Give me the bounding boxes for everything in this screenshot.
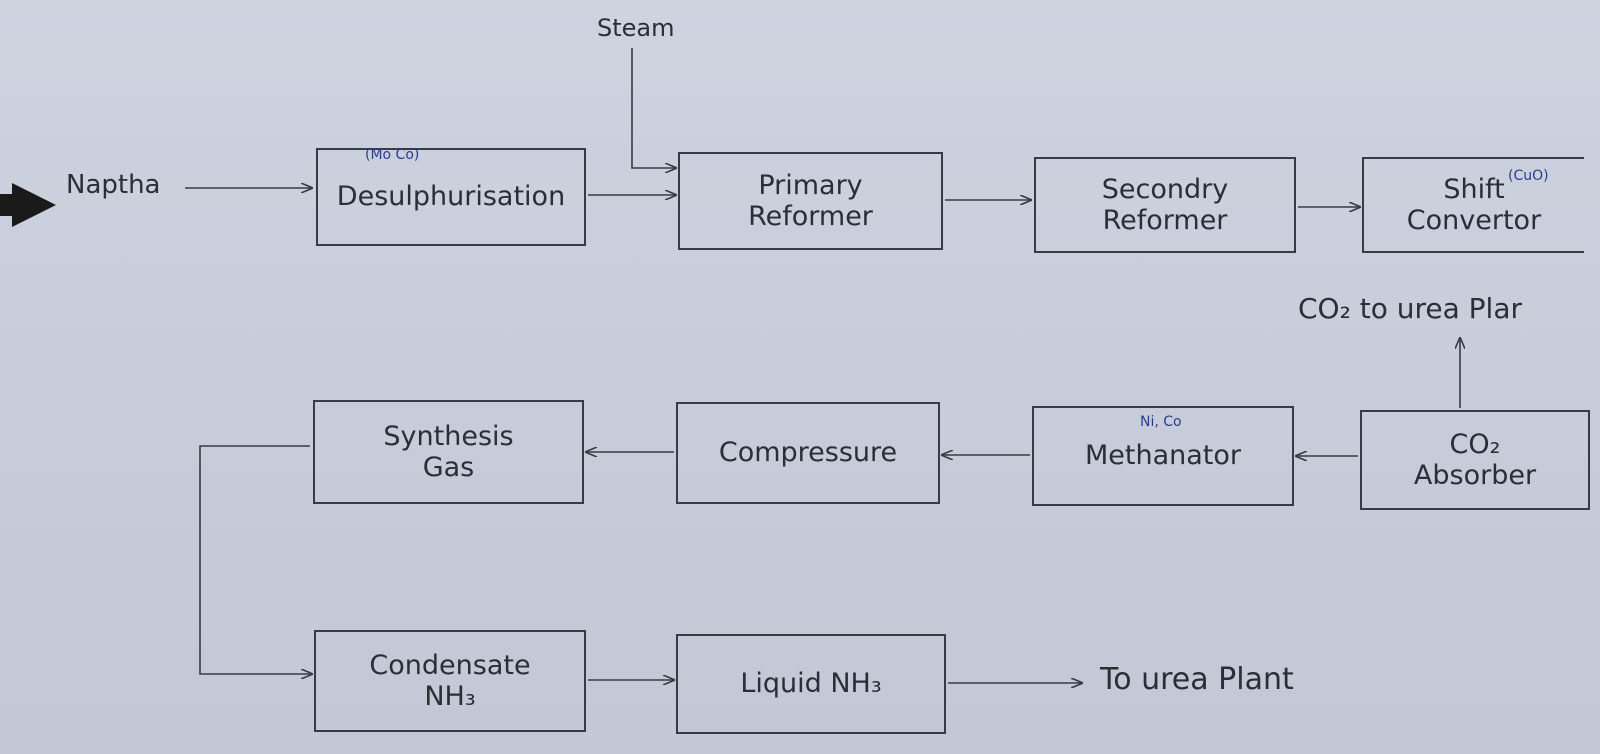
box-label-line1: Synthesis (383, 420, 514, 452)
box-co2-absorber: CO₂ Absorber (1360, 410, 1590, 510)
box-label-line2: Reformer (1102, 205, 1228, 236)
note-catalyst-desulph: (Mo Co) (365, 147, 420, 163)
label-to-urea-plant: To urea Plant (1100, 662, 1294, 697)
box-shift-convertor: Shift Convertor (1362, 157, 1584, 253)
arrow-steam-primary (631, 48, 676, 168)
box-label-line2: NH₃ (424, 681, 476, 712)
box-label-line2: Convertor (1406, 205, 1542, 236)
box-label: Methanator (1084, 440, 1241, 472)
label-steam: Steam (597, 14, 675, 42)
box-label-line2: Gas (422, 452, 475, 483)
box-label-line1: Secondry (1101, 173, 1229, 205)
note-catalyst-shift: (CuO) (1508, 168, 1549, 184)
box-label-line2: Reformer (748, 201, 873, 232)
box-label-line2: Absorber (1413, 460, 1537, 491)
box-compressure: Compressure (676, 402, 940, 504)
feed-arrow-icon (12, 183, 56, 227)
note-catalyst-methanator: Ni, Co (1140, 414, 1182, 430)
box-label-line1: Primary (758, 169, 863, 201)
box-secondary-reformer: Secondry Reformer (1034, 157, 1296, 253)
box-desulphurisation: Desulphurisation (316, 148, 586, 246)
arrow-synthesis-condensate (199, 445, 312, 674)
box-label: Liquid NH₃ (740, 668, 882, 700)
box-label: Compressure (718, 437, 898, 469)
label-feed: Naptha (66, 170, 161, 200)
box-liquid-nh3: Liquid NH₃ (676, 634, 946, 734)
box-label-line1: Shift (1443, 173, 1505, 205)
box-synthesis-gas: Synthesis Gas (313, 400, 584, 504)
box-label-line1: CO₂ (1449, 428, 1501, 460)
box-methanator: Methanator (1032, 406, 1294, 506)
box-label-line1: Condensate (369, 649, 531, 681)
label-co2-to-urea: CO₂ to urea Plar (1298, 292, 1522, 325)
box-condensate-nh3: Condensate NH₃ (314, 630, 586, 732)
box-primary-reformer: Primary Reformer (678, 152, 943, 250)
box-label: Desulphurisation (336, 181, 566, 213)
